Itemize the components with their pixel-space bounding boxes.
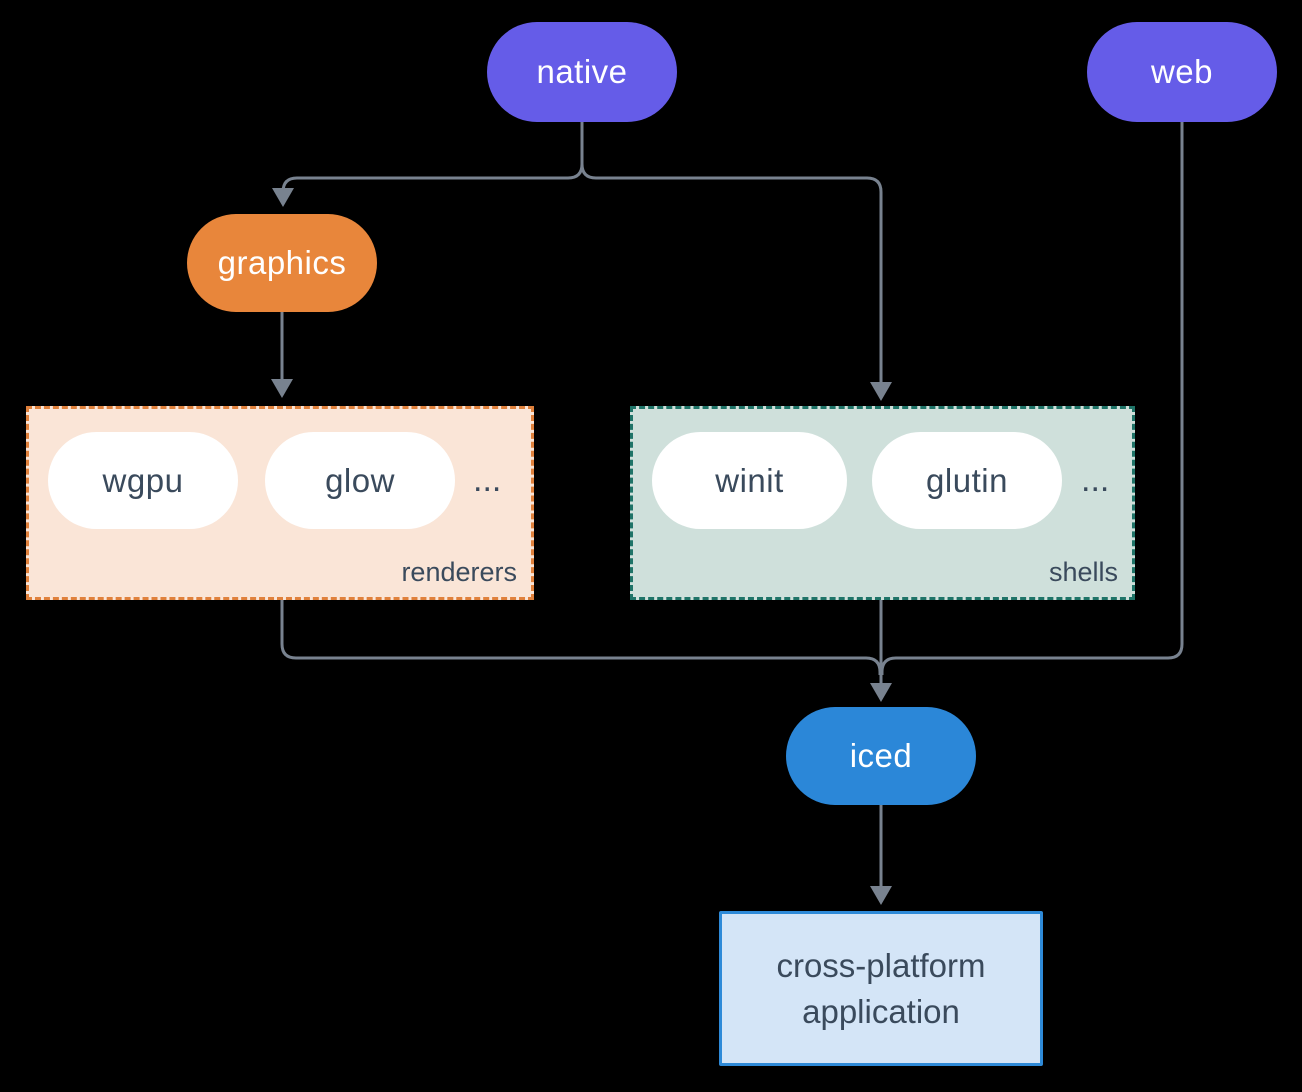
edge-native-to-shells <box>580 122 883 382</box>
pill-glutin-label: glutin <box>926 461 1008 499</box>
edge-renderers-to-iced <box>280 600 882 675</box>
arrowhead-shells <box>870 382 892 401</box>
arrowhead-graphics <box>272 188 294 207</box>
node-web-label: web <box>1150 53 1214 90</box>
pill-winit-label: winit <box>715 461 784 499</box>
group-label-shells: shells <box>1048 557 1118 587</box>
pill-wgpu-label: wgpu <box>102 461 184 499</box>
arrowhead-iced <box>870 683 892 702</box>
pill-glutin: glutin <box>872 432 1062 529</box>
application-label-line2: application <box>802 992 960 1030</box>
arrowhead-application <box>870 886 892 905</box>
arrowhead-renderers <box>271 379 293 398</box>
pill-winit: winit <box>652 432 847 529</box>
application-label-line1: cross-platform <box>776 946 986 984</box>
node-web: web <box>1087 22 1277 122</box>
application-box: cross-platform application <box>719 911 1043 1066</box>
node-iced-label: iced <box>849 737 913 774</box>
group-label-renderers: renderers <box>401 557 517 587</box>
node-graphics: graphics <box>187 214 377 312</box>
shells-ellipsis: ... <box>1081 461 1110 499</box>
edge-web-to-iced <box>880 122 1184 675</box>
edge-native-to-graphics <box>281 122 584 193</box>
group-renderers: wgpu glow ... renderers <box>26 406 534 600</box>
node-graphics-label: graphics <box>217 244 347 281</box>
node-iced: iced <box>786 707 976 805</box>
group-shells: winit glutin ... shells <box>630 406 1135 600</box>
pill-glow-label: glow <box>325 461 395 499</box>
node-native-label: native <box>536 53 628 90</box>
pill-wgpu: wgpu <box>48 432 238 529</box>
renderers-ellipsis: ... <box>473 461 502 499</box>
node-native: native <box>487 22 677 122</box>
pill-glow: glow <box>265 432 455 529</box>
